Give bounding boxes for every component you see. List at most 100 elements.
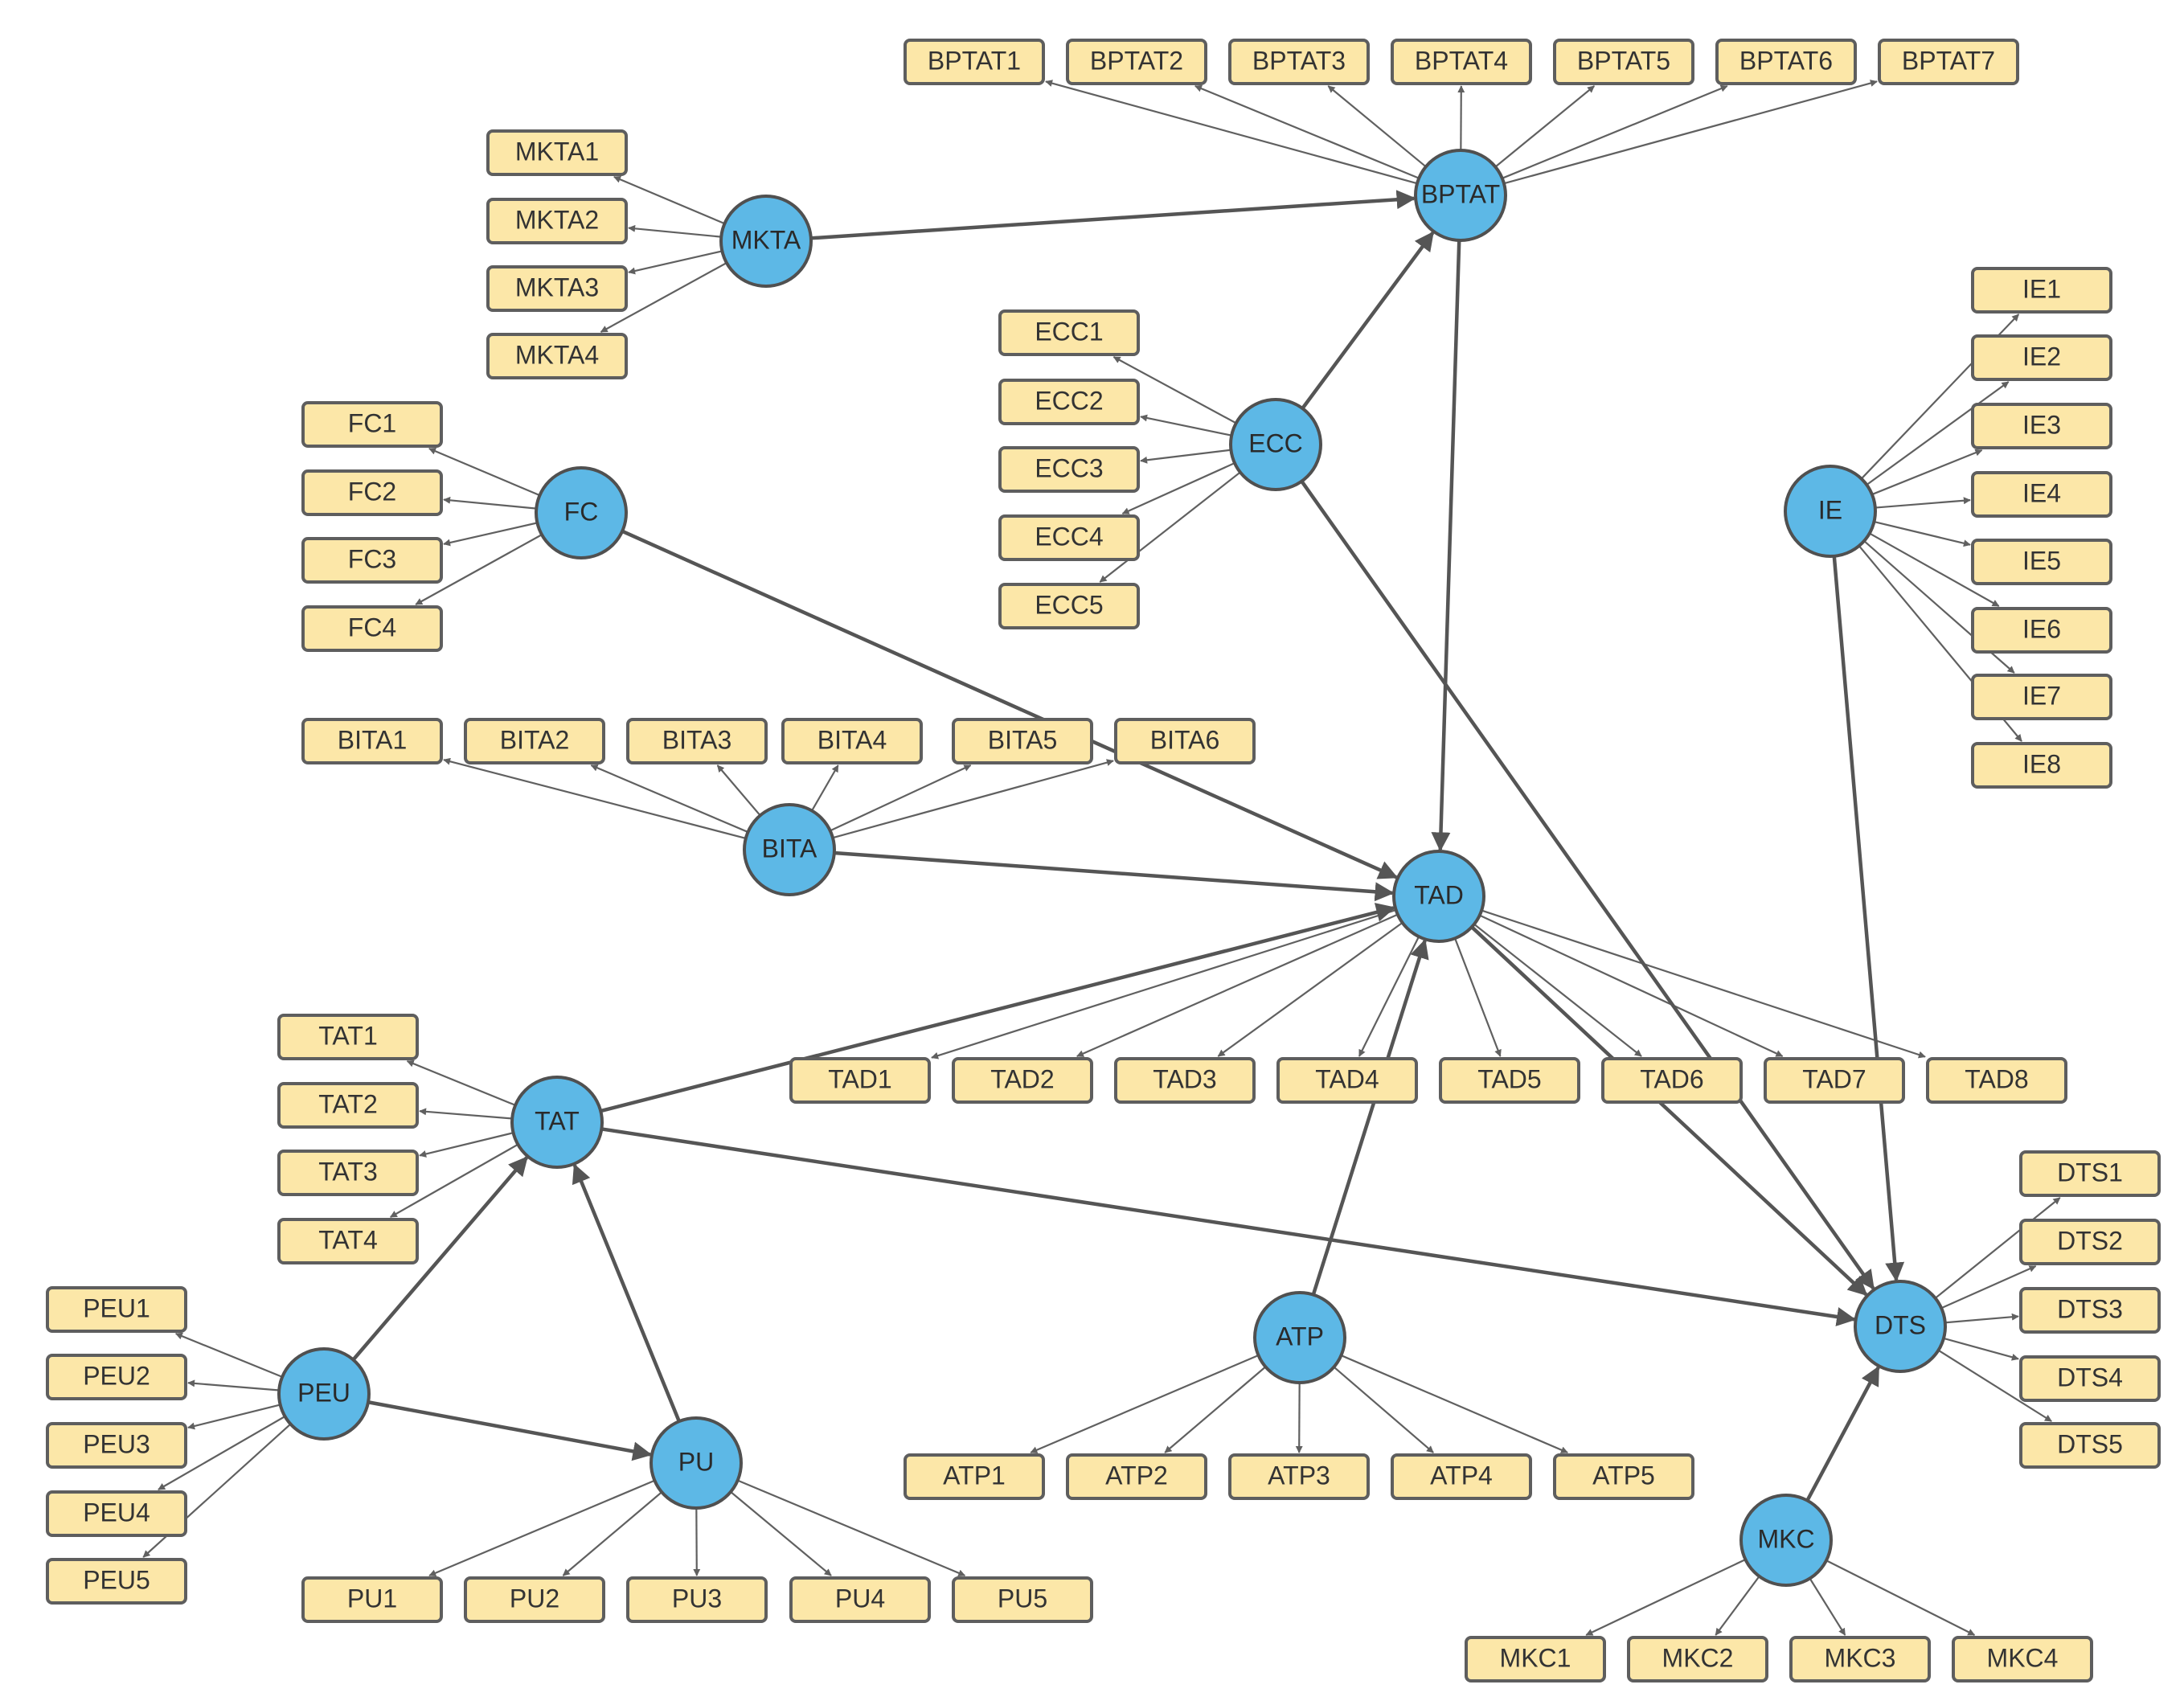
indicator-fc3: FC3 [301, 537, 443, 584]
latent-label: FC [564, 497, 599, 526]
indicator-bptat5: BPTAT5 [1553, 39, 1694, 85]
indicator-label: MKC3 [1825, 1643, 1896, 1672]
indicator-label: BITA2 [500, 725, 570, 754]
indicator-label: BPTAT2 [1090, 46, 1183, 75]
indicator-mkc1: MKC1 [1465, 1636, 1606, 1682]
loading-arrow-bptat-bptat6 [1495, 84, 1728, 182]
loading-arrow-mkc-mkc2 [1715, 1570, 1764, 1636]
indicator-bita5: BITA5 [952, 718, 1093, 764]
indicator-bptat2: BPTAT2 [1066, 39, 1207, 85]
indicator-dts5: DTS5 [2019, 1422, 2161, 1469]
loading-arrow-ie-ie2 [1861, 381, 2010, 490]
latent-label: DTS [1875, 1310, 1926, 1339]
latent-fc: FC [535, 466, 628, 559]
indicator-mkta3: MKTA3 [486, 265, 628, 312]
indicator-peu4: PEU4 [46, 1490, 187, 1537]
indicator-label: PU4 [835, 1584, 885, 1613]
indicator-box [998, 309, 1140, 356]
indicator-mkta2: MKTA2 [486, 198, 628, 244]
indicator-box [1114, 718, 1256, 764]
indicator-box [1789, 1636, 1931, 1682]
indicator-box [1971, 539, 2112, 585]
indicator-pu1: PU1 [301, 1576, 443, 1623]
loading-arrow-bita-bita1 [443, 757, 752, 841]
indicator-box [952, 1057, 1093, 1104]
loading-arrow-tad-tad4 [1358, 930, 1423, 1057]
loading-arrow-mkta-mkta2 [628, 224, 728, 239]
loading-arrow-mkc-mkc1 [1585, 1555, 1752, 1636]
indicator-label: TAD2 [990, 1064, 1054, 1093]
indicator-bita2: BITA2 [464, 718, 605, 764]
indicator-ie5: IE5 [1971, 539, 2112, 585]
path-bptat-to-tad [1431, 240, 1461, 852]
latent-label: IE [1818, 495, 1842, 524]
path-bita-to-tad [834, 850, 1395, 902]
indicator-ie4: IE4 [1971, 471, 2112, 518]
loading-arrow-pu-pu5 [731, 1477, 966, 1577]
indicator-label: ATP1 [943, 1461, 1006, 1490]
indicator-box [1627, 1636, 1768, 1682]
indicator-box [1971, 742, 2112, 789]
indicator-ecc3: ECC3 [998, 446, 1140, 493]
indicator-label: BPTAT1 [928, 46, 1021, 75]
loading-arrow-bita-bita2 [590, 764, 755, 836]
loading-arrow-atp-atp4 [1328, 1362, 1434, 1453]
indicator-pu2: PU2 [464, 1576, 605, 1623]
indicator-atp4: ATP4 [1391, 1453, 1532, 1500]
indicator-box [301, 401, 443, 448]
indicator-box [998, 514, 1140, 561]
loading-arrow-tad-tad3 [1217, 918, 1408, 1057]
loading-arrow-ie-ie6 [1863, 529, 2000, 607]
indicator-tat3: TAT3 [277, 1150, 419, 1196]
indicator-label: BPTAT6 [1739, 46, 1833, 75]
loading-arrow-bptat-bptat3 [1327, 85, 1432, 172]
indicator-box [46, 1490, 187, 1537]
path-tat-to-dts [601, 1127, 1857, 1326]
loading-arrow-mkta-mkta1 [613, 175, 731, 227]
indicator-atp1: ATP1 [904, 1453, 1045, 1500]
indicator-label: PU3 [672, 1584, 722, 1613]
loading-arrow-tad-tad7 [1473, 912, 1784, 1057]
indicator-label: IE6 [2022, 614, 2061, 643]
latent-label: BPTAT [1421, 179, 1500, 208]
indicator-box [486, 129, 628, 176]
indicator-tad5: TAD5 [1439, 1057, 1580, 1104]
indicator-label: BPTAT7 [1902, 46, 1995, 75]
indicator-tat2: TAT2 [277, 1082, 419, 1129]
latent-tad: TAD [1392, 850, 1485, 943]
path-peu-to-pu [367, 1400, 653, 1461]
loading-arrow-bptat-bptat7 [1498, 80, 1878, 186]
indicator-tat4: TAT4 [277, 1218, 419, 1264]
latent-bita: BITA [743, 803, 836, 896]
loading-arrow-mkc-mkc3 [1805, 1572, 1846, 1636]
indicator-box [46, 1422, 187, 1469]
indicator-box [789, 1057, 931, 1104]
indicator-mkc3: MKC3 [1789, 1636, 1931, 1682]
indicator-box [1971, 334, 2112, 381]
indicator-ie8: IE8 [1971, 742, 2112, 789]
loading-arrow-atp-atp1 [1030, 1351, 1265, 1454]
indicator-box [464, 1576, 605, 1623]
indicator-box [301, 469, 443, 516]
latent-label: PEU [297, 1378, 350, 1407]
indicator-box [626, 1576, 768, 1623]
loading-arrow-bita-bita4 [808, 764, 839, 817]
indicator-label: ECC2 [1035, 386, 1103, 415]
loading-arrow-tat-tat2 [419, 1108, 519, 1121]
indicator-label: ECC4 [1035, 522, 1103, 551]
loading-arrow-bita-bita5 [824, 764, 972, 834]
loading-arrow-ie-ie4 [1868, 497, 1971, 510]
indicator-box [1228, 39, 1370, 85]
indicator-box [1715, 39, 1857, 85]
indicator-box [301, 605, 443, 652]
indicator-label: TAT3 [318, 1157, 377, 1186]
latent-circle [1739, 1494, 1833, 1587]
indicator-label: PEU2 [83, 1361, 150, 1390]
indicator-box [1276, 1057, 1418, 1104]
indicator-label: FC3 [348, 544, 396, 573]
indicator-box [301, 537, 443, 584]
indicator-box [1971, 267, 2112, 314]
indicator-box [952, 1576, 1093, 1623]
indicator-label: FC4 [348, 613, 396, 641]
